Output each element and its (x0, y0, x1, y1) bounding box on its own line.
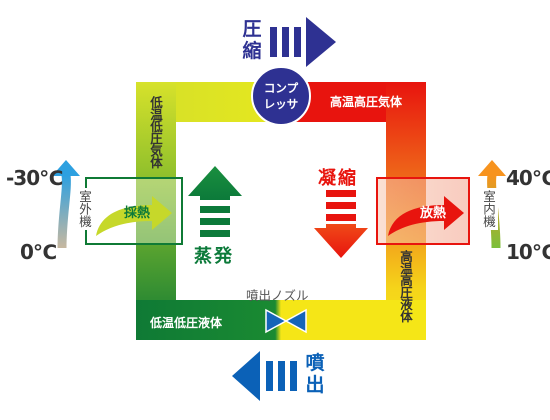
compression-label-line2: 縮 (242, 40, 262, 62)
valve-label: 噴出ノズル (246, 288, 309, 303)
heat-intake-arrow (96, 196, 172, 236)
outdoor-airflow-arrow (57, 174, 71, 249)
pipe-label-right: 高温高圧液体 (398, 250, 413, 322)
expansion-arrow-head (232, 351, 260, 401)
expansion-valve-right (284, 308, 307, 334)
evaporation-label-char1: 蒸 (194, 246, 214, 267)
expansion-bar-2 (278, 361, 285, 391)
compression-bar-3 (294, 27, 301, 57)
outdoor-unit-label: 室外機 (75, 188, 94, 230)
pipe-label-bottom-left: 低温低圧液体 (150, 316, 223, 330)
pipe-label-left: 低温低圧気体 (148, 96, 163, 168)
compression-label: 圧 縮 (240, 20, 264, 61)
compressor-circle (251, 66, 311, 126)
heat-intake-label: 採熱 (124, 206, 151, 221)
outdoor-airflow-arrowhead (52, 160, 80, 176)
expansion-label: 噴 出 (303, 354, 327, 395)
compression-bar-1 (270, 27, 277, 57)
expansion-label-line1: 噴 (305, 352, 325, 374)
condensation-label-char1: 凝 (318, 168, 338, 189)
evaporation-bar-3 (200, 230, 230, 237)
pipe-label-top-right: 高温高圧気体 (330, 95, 403, 109)
evaporation-label: 蒸発 (194, 242, 234, 268)
indoor-temp-bottom: 10℃ (506, 240, 550, 264)
compressor-text: コンプ レッサ (253, 80, 309, 112)
condensation-bar-1 (326, 190, 356, 197)
expansion-valve-left (265, 308, 288, 334)
expansion-label-line2: 出 (305, 374, 325, 396)
evaporation-bar-1 (200, 206, 230, 213)
condensation-bar-3 (326, 214, 356, 221)
outdoor-temp-top: -30℃ (6, 166, 63, 190)
evaporation-label-char2: 発 (214, 246, 234, 267)
condensation-bar-2 (326, 202, 356, 209)
evaporation-bar-2 (200, 218, 230, 225)
evaporation-arrow-head (188, 166, 242, 200)
heat-release-arrow (388, 196, 464, 236)
compressor-text-line1: コンプ (263, 81, 299, 95)
outdoor-temp-bottom: 0℃ (20, 240, 57, 264)
compression-arrow-head (306, 17, 336, 67)
heat-release-label: 放熱 (420, 206, 447, 221)
indoor-temp-top: 40℃ (506, 166, 550, 190)
indoor-airflow-arrowhead (478, 160, 506, 176)
compressor-text-line2: レッサ (263, 97, 299, 111)
condensation-label: 凝縮 (318, 164, 358, 190)
condensation-label-char2: 縮 (338, 168, 358, 189)
compression-bar-2 (282, 27, 289, 57)
compression-label-line1: 圧 (242, 18, 262, 40)
indoor-unit-label: 室内機 (479, 188, 498, 230)
expansion-bar-1 (266, 361, 273, 391)
expansion-bar-3 (290, 361, 297, 391)
condensation-arrow-head (314, 224, 368, 258)
